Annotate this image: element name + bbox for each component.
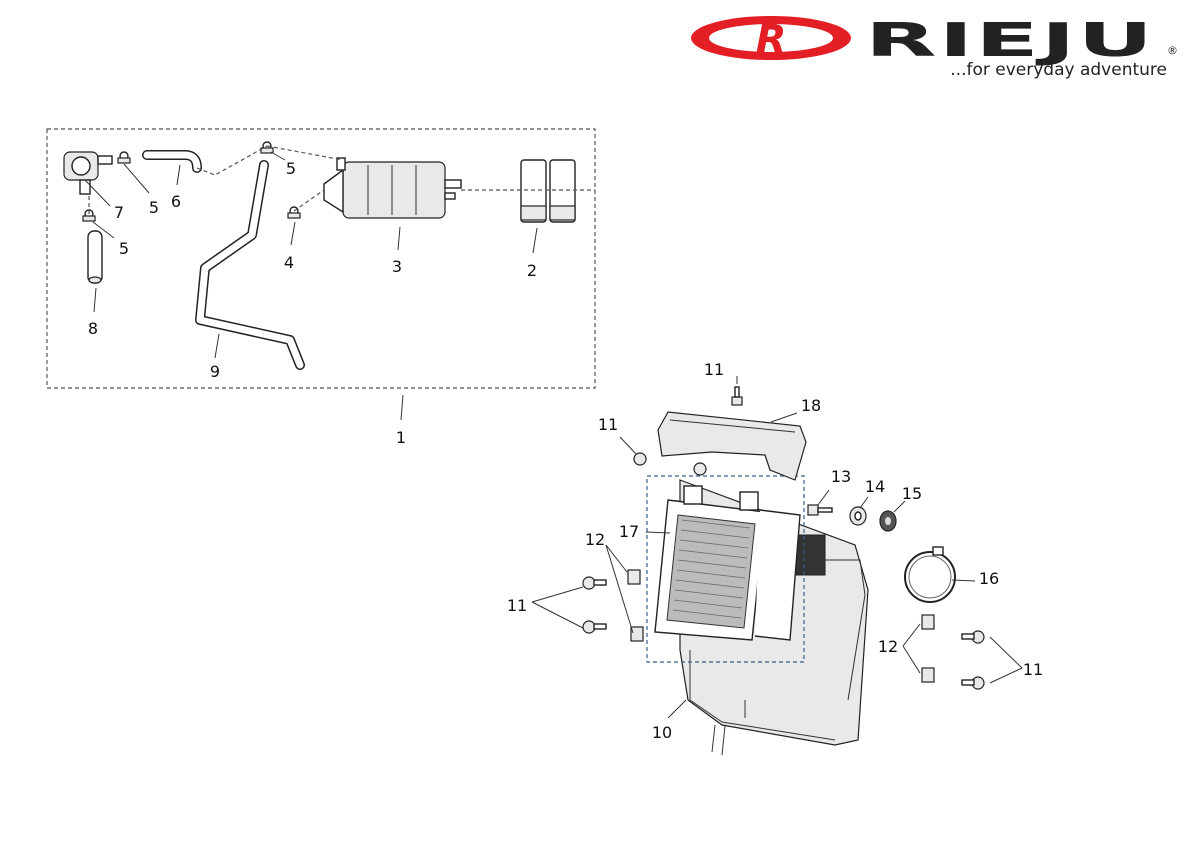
callout-10: 10 bbox=[652, 723, 672, 742]
callout-11-left: 11 bbox=[507, 596, 527, 615]
part-12-clip-left-b bbox=[630, 626, 644, 642]
part-12-clip-right-a bbox=[921, 614, 935, 630]
callout-4: 4 bbox=[284, 253, 294, 272]
assembly-1-boundary bbox=[46, 128, 596, 389]
part-7-valve bbox=[63, 151, 113, 195]
part-12-clip-right-b bbox=[921, 667, 935, 683]
callout-11-right: 11 bbox=[1023, 660, 1043, 679]
part-4-clamp bbox=[287, 206, 301, 219]
callout-15: 15 bbox=[902, 484, 922, 503]
brand-tagline: ...for everyday adventure bbox=[950, 60, 1167, 80]
part-18-cover bbox=[657, 411, 807, 481]
callout-6: 6 bbox=[171, 192, 181, 211]
part-16-ring bbox=[904, 546, 956, 603]
callout-11-upper-left: 11 bbox=[598, 415, 618, 434]
part-3-canister bbox=[323, 157, 462, 219]
part-8-hose bbox=[87, 230, 103, 284]
callout-18: 18 bbox=[801, 396, 821, 415]
leader-lines bbox=[84, 151, 1023, 719]
part-11-screw-right-b bbox=[961, 676, 985, 690]
callout-1: 1 bbox=[396, 428, 406, 447]
part-11-screw-upper-left bbox=[633, 452, 707, 476]
callout-8: 8 bbox=[88, 319, 98, 338]
part-13-bolt bbox=[807, 504, 833, 516]
part-12-clip-left-a bbox=[627, 569, 641, 585]
callout-7: 7 bbox=[114, 203, 124, 222]
part-5-clamp-b bbox=[260, 141, 274, 154]
part-11-screw-right-a bbox=[961, 630, 985, 644]
callout-13: 13 bbox=[831, 467, 851, 486]
registered-mark: ® bbox=[1167, 44, 1178, 57]
part-11-screw-top bbox=[731, 386, 743, 406]
part-15-grommet bbox=[879, 510, 897, 532]
brand-logo: R RIEJU ® ...for everyday adventure bbox=[691, 13, 1178, 80]
callout-5-top: 5 bbox=[286, 159, 296, 178]
callout-3: 3 bbox=[392, 257, 402, 276]
callout-2: 2 bbox=[527, 261, 537, 280]
callout-12-left: 12 bbox=[585, 530, 605, 549]
callout-12-right: 12 bbox=[878, 637, 898, 656]
part-5-clamp-a bbox=[117, 151, 131, 164]
callout-11-top: 11 bbox=[704, 360, 724, 379]
part-11-screw-left-b bbox=[582, 620, 607, 634]
callout-14: 14 bbox=[865, 477, 885, 496]
callout-9: 9 bbox=[210, 362, 220, 381]
part-17-boundary bbox=[646, 475, 805, 663]
logo-mark: R bbox=[756, 17, 787, 63]
part-14-collar bbox=[849, 506, 867, 526]
part-11-screw-left-a bbox=[582, 576, 607, 590]
part-2-straps bbox=[520, 159, 576, 223]
callout-5-low: 5 bbox=[119, 239, 129, 258]
callout-17: 17 bbox=[619, 522, 639, 541]
part-17-air-filter bbox=[654, 485, 801, 641]
brand-name: RIEJU bbox=[865, 13, 1155, 67]
callout-5-mid: 5 bbox=[149, 198, 159, 217]
callout-16: 16 bbox=[979, 569, 999, 588]
